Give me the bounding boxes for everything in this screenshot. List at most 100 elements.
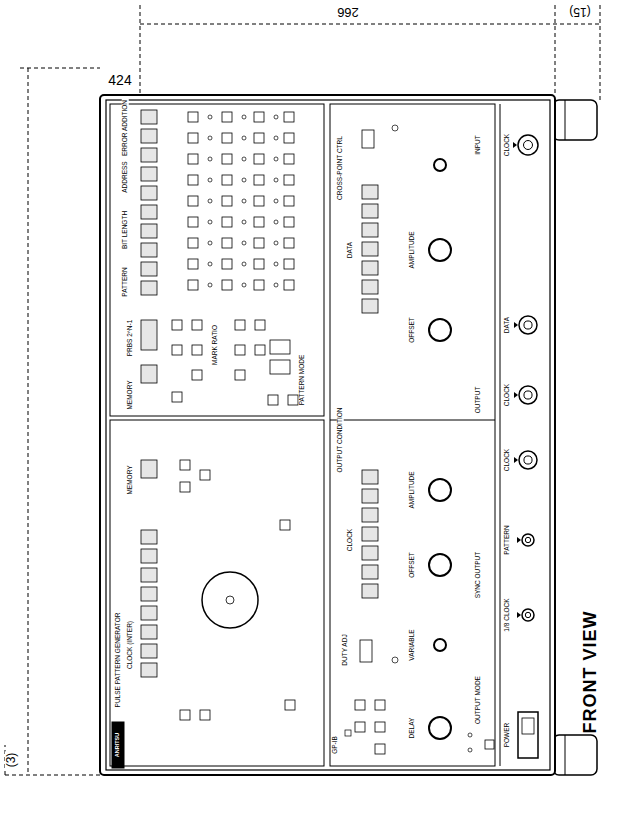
push-button: [254, 196, 264, 206]
digit-display: [141, 587, 157, 601]
bnc-center: [524, 141, 533, 150]
dimension-line: [28, 68, 29, 775]
led-indicator: [208, 178, 212, 182]
panel-label: CLOCK: [504, 448, 511, 472]
led-indicator: [392, 125, 398, 131]
power-switch-rocker: [522, 718, 534, 734]
bnc-center: [524, 321, 532, 329]
push-button: [222, 280, 232, 290]
push-button: [284, 280, 294, 290]
push-button: [375, 722, 385, 732]
panel-label: ERROR ADDITION: [122, 99, 129, 157]
led-indicator: [274, 136, 278, 140]
front-panel: [106, 100, 550, 770]
panel-label: INPUT: [475, 134, 482, 156]
push-button: [355, 700, 365, 710]
dimension-label: 266: [336, 6, 360, 19]
led-indicator: [208, 136, 212, 140]
led-indicator: [468, 748, 472, 752]
extension-line: [140, 5, 141, 95]
push-button: [254, 217, 264, 227]
digit-display: [362, 546, 378, 560]
clock-section: [110, 420, 324, 766]
push-button: [254, 175, 264, 185]
led-indicator: [274, 262, 278, 266]
push-button: [188, 259, 198, 269]
panel-label: VARIABLE: [409, 628, 416, 661]
panel-label: SYNC OUTPUT: [475, 551, 482, 600]
push-button: [255, 345, 265, 355]
push-button: [284, 154, 294, 164]
digit-display: [141, 110, 157, 124]
digit-display: [141, 281, 157, 295]
warning-triangle: [514, 322, 518, 328]
foot-detail: [565, 100, 566, 140]
adjust-knob: [434, 159, 446, 171]
digit-display: [141, 663, 157, 677]
led-indicator: [274, 241, 278, 245]
led-indicator: [208, 262, 212, 266]
panel-label: CLOCK: [504, 133, 511, 157]
led-indicator: [242, 157, 246, 161]
push-button: [284, 175, 294, 185]
push-button: [188, 280, 198, 290]
panel-label: POWER: [504, 722, 511, 749]
led-indicator: [242, 262, 246, 266]
panel-label: OFFSET: [409, 316, 416, 344]
led-indicator: [208, 241, 212, 245]
led-indicator: [274, 199, 278, 203]
push-button: [172, 345, 182, 355]
panel-label: BIT LENGTH: [122, 210, 129, 250]
push-button: [235, 370, 245, 380]
digit-display: [141, 205, 157, 219]
led-indicator: [242, 136, 246, 140]
push-button: [288, 395, 298, 405]
digit-display: [141, 167, 157, 181]
push-button: [188, 196, 198, 206]
bnc-connector: [519, 316, 537, 334]
dimension-label: (3): [5, 752, 17, 769]
digit-display: [141, 262, 157, 276]
push-button: [284, 217, 294, 227]
panel-label: DATA: [504, 316, 511, 334]
push-button: [235, 320, 245, 330]
led-indicator: [208, 283, 212, 287]
panel-label: PULSE PATTERN GENERATOR: [115, 612, 122, 709]
panel-label: OUTPUT: [475, 386, 482, 415]
bnc-center: [525, 612, 530, 617]
section-divider: [500, 104, 501, 766]
push-button: [188, 175, 198, 185]
panel-label: 1/8 CLOCK: [504, 597, 511, 632]
bnc-connector: [519, 451, 537, 469]
digit-display: [141, 606, 157, 620]
led-indicator: [274, 283, 278, 287]
digit-display: [141, 320, 157, 350]
led-indicator: [242, 283, 246, 287]
digit-display: [362, 223, 378, 237]
adjust-knob: [434, 639, 446, 651]
warning-triangle: [513, 142, 517, 148]
digit-display: [362, 185, 378, 199]
digit-display: [362, 489, 378, 503]
push-button: [268, 395, 278, 405]
push-button: [235, 345, 245, 355]
digit-display: [141, 129, 157, 143]
dimension-line: [140, 24, 600, 25]
push-button: [355, 722, 365, 732]
tuning-knob: [202, 572, 258, 628]
bnc-connector: [518, 135, 538, 155]
bnc-connector: [522, 609, 534, 621]
led-indicator: [208, 157, 212, 161]
adjust-knob: [429, 554, 451, 576]
digit-display: [362, 565, 378, 579]
panel-label: MEMORY: [127, 379, 134, 410]
push-button: [222, 259, 232, 269]
led-indicator: [345, 730, 351, 736]
digit-display: [141, 644, 157, 658]
panel-label: PRBS 2^N-1: [127, 319, 134, 358]
push-button: [284, 133, 294, 143]
push-button: [375, 700, 385, 710]
adjust-knob: [429, 717, 451, 739]
panel-label: OUTPUT MODE: [475, 675, 482, 725]
push-button: [188, 133, 198, 143]
